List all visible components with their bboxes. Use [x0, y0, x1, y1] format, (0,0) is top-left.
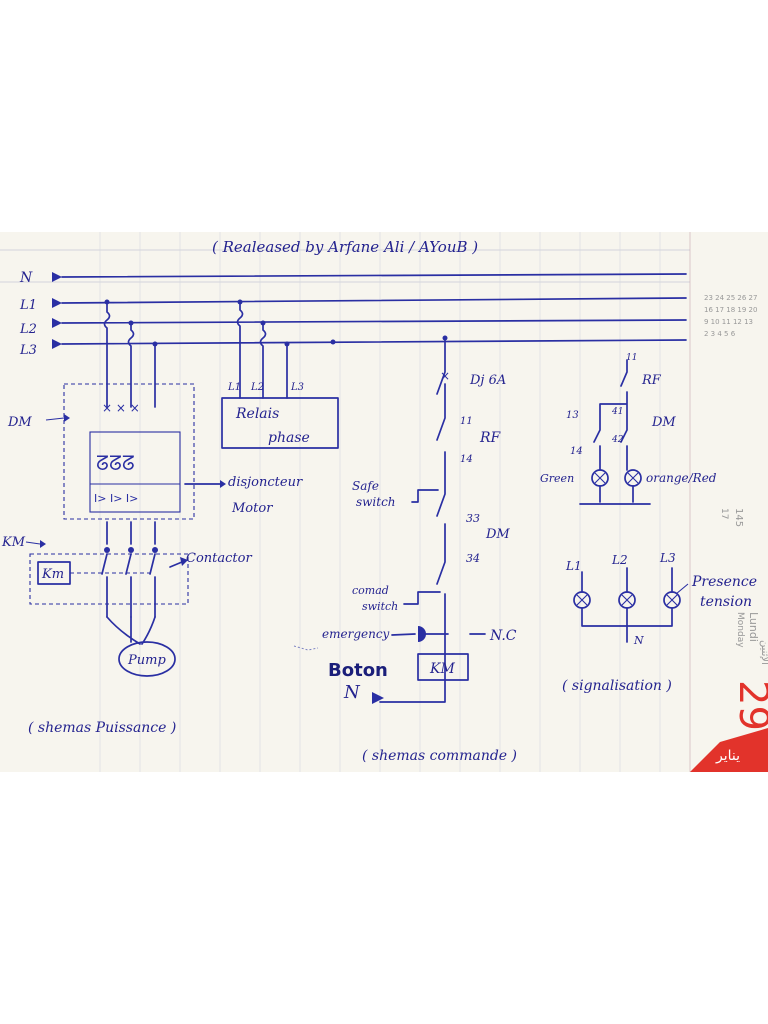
sig-t14: 14 [570, 446, 583, 457]
day-fr: Lundi [747, 612, 760, 642]
relay-terminal-l3: L3 [290, 382, 304, 393]
command-caption: ( shemas commande ) [362, 748, 517, 764]
phase-relay: L1 L2 L3 Relais phase [221, 299, 339, 449]
km-label: KM [1, 535, 26, 550]
cmd-t14: 14 [460, 454, 473, 465]
relay-terminal-l2: L2 [250, 382, 264, 393]
week-days: 17 [719, 508, 729, 519]
day-en: Monday [735, 612, 745, 648]
orange-label: orange/Red [646, 471, 717, 485]
dj-label: Dj 6A [469, 373, 506, 388]
relay-label-2: phase [268, 430, 310, 446]
sig-t11: 11 [626, 353, 637, 363]
motor-label: Motor [231, 501, 273, 516]
safe-label-2: switch [356, 495, 396, 509]
sig-n: N [633, 634, 644, 647]
svg-text:I> I> I>: I> I> I> [94, 492, 138, 505]
bus-label-l3: L3 [19, 343, 37, 358]
notebook-page: ( Realeased by Arfane Ali / AYouB ) N L1… [0, 232, 768, 772]
svg-text:× × ×: × × × [102, 401, 140, 415]
cmd-n-label: N [343, 682, 361, 703]
relay-label-1: Relais [235, 406, 279, 422]
power-circuit: DM × × × ᘔᘔᘔ I> I> I> disjoncteur Motor … [1, 299, 303, 736]
cmd-t34: 34 [466, 552, 480, 565]
command-circuit: × Dj 6A 11 RF 14 Safe switch 33 DM 34 co… [322, 335, 517, 764]
bus-label-l2: L2 [19, 322, 37, 337]
boton-label: Boton [328, 660, 388, 681]
disjoncteur-label: disjoncteur [228, 475, 303, 490]
km-coil-label: KM [429, 661, 455, 677]
bus-label-n: N [19, 270, 33, 286]
sig-dm: DM [651, 415, 676, 430]
sig-t42: 42 [611, 435, 624, 445]
month-tab [690, 728, 768, 772]
l3-line [61, 339, 687, 345]
supply-bus: N L1 L2 L3 [19, 270, 687, 358]
svg-text:9 10 11 12 13: 9 10 11 12 13 [704, 318, 753, 326]
signal-caption: ( signalisation ) [562, 678, 672, 694]
day-number: 29 [730, 680, 768, 731]
relay-box [221, 397, 339, 449]
month-label: يناير [715, 748, 740, 764]
sig-t13: 13 [566, 410, 579, 421]
svg-text:×: × [440, 369, 450, 383]
safe-label-1: Safe [352, 479, 379, 493]
dm-label: DM [7, 415, 32, 430]
rf-label: RF [479, 430, 502, 446]
sig-t41: 41 [611, 407, 623, 417]
sig-l1: L1 [565, 559, 582, 573]
wiring-diagram: ( Realeased by Arfane Ali / AYouB ) N L1… [0, 232, 768, 772]
presence-label-1: Presence [691, 574, 757, 590]
presence-label-2: tension [700, 594, 752, 610]
emergency-button-icon [418, 626, 426, 642]
nc-label: N.C [489, 628, 517, 644]
comad-label-2: switch [362, 600, 398, 613]
green-label: Green [540, 472, 574, 485]
power-caption: ( shemas Puissance ) [28, 720, 176, 736]
calendar-strip: 23 24 25 26 27 16 17 18 19 20 9 10 11 12… [690, 294, 768, 772]
l2-line [61, 319, 687, 324]
km-box-label: Km [41, 567, 64, 582]
dm-enclosure [63, 383, 195, 520]
l1-line [61, 297, 687, 304]
relay-terminal-l1: L1 [227, 382, 241, 393]
sig-l3: L3 [659, 551, 676, 565]
dm-thermal-block [89, 431, 181, 513]
km-coil [417, 653, 469, 681]
svg-text:16 17 18 19 20: 16 17 18 19 20 [704, 306, 757, 314]
cmd-t11: 11 [460, 416, 473, 427]
neutral-line [61, 273, 687, 278]
day-ar: الإثنين [759, 640, 768, 665]
comad-label-1: comad [352, 584, 389, 597]
pump-label: Pump [127, 653, 166, 668]
sig-rf: RF [641, 373, 662, 388]
svg-text:2 3 4 5 6: 2 3 4 5 6 [704, 330, 736, 338]
emergency-label: emergency [322, 627, 390, 641]
sig-l2: L2 [611, 553, 628, 567]
km-enclosure [29, 553, 189, 605]
day-of-year: 145 [733, 508, 744, 527]
pump-motor [118, 641, 176, 677]
svg-text:ᘔᘔᘔ: ᘔᘔᘔ [96, 451, 135, 475]
contactor-label: Contactor [186, 551, 252, 566]
svg-text:23 24 25 26 27: 23 24 25 26 27 [704, 294, 757, 302]
bus-label-l1: L1 [19, 298, 37, 313]
cmd-dm: DM [485, 527, 510, 542]
diagram-title: ( Realeased by Arfane Ali / AYouB ) [212, 238, 478, 256]
cmd-t33: 33 [466, 512, 480, 525]
signal-circuit: 11 RF 13 41 DM 14 42 Green orange/Red L1… [540, 353, 757, 694]
